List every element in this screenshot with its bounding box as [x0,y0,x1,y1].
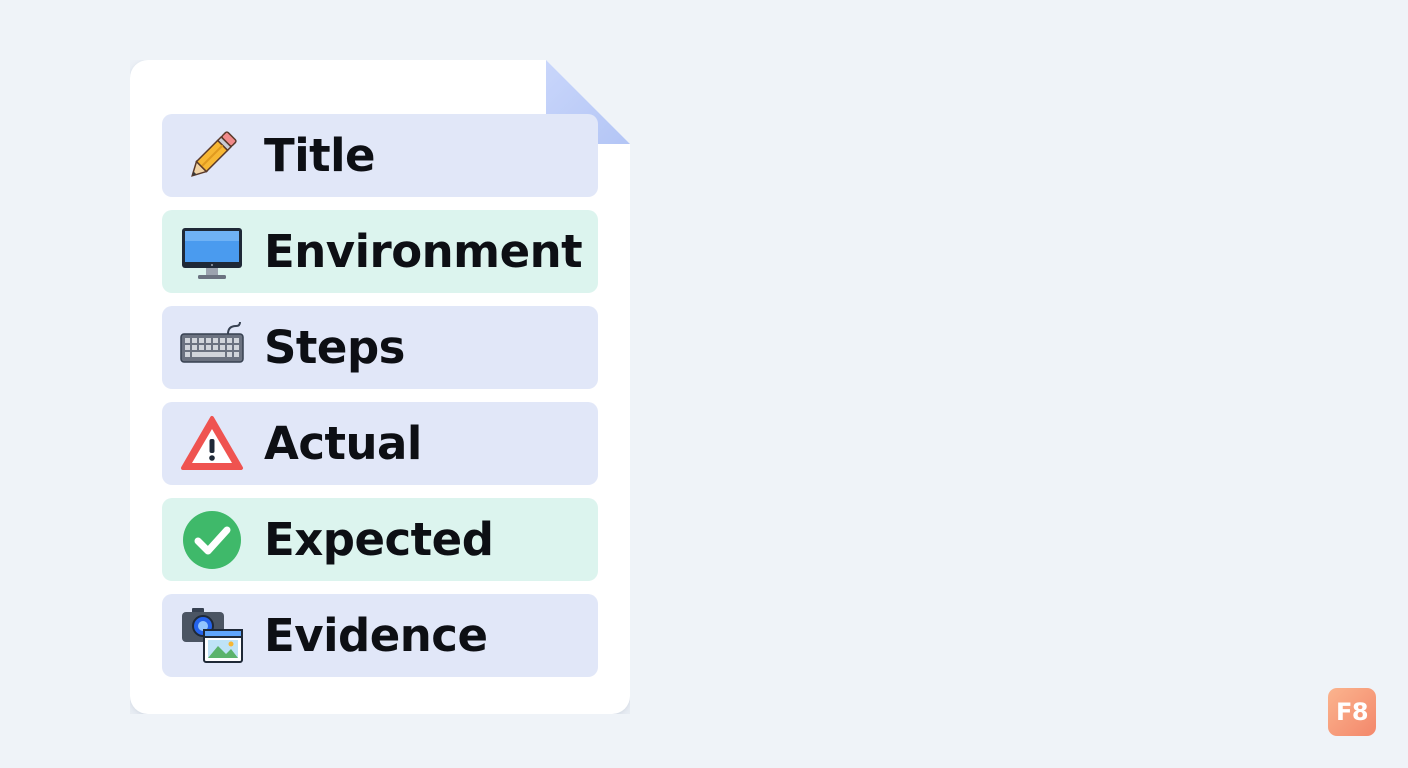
section-row-steps: Steps [162,306,598,389]
pencil-icon [180,124,244,188]
monitor-icon [180,220,244,284]
section-label: Title [264,129,376,182]
brand-badge: F8 [1328,688,1376,736]
section-label: Environment [264,225,583,278]
section-row-actual: Actual [162,402,598,485]
keyboard-icon [180,316,244,380]
section-row-environment: Environment [162,210,598,293]
section-list: Title Environment [162,114,598,677]
warning-icon [180,412,244,476]
section-row-expected: Expected [162,498,598,581]
section-label: Actual [264,417,422,470]
camera-screenshot-icon [180,604,244,668]
section-label: Evidence [264,609,488,662]
check-circle-icon [180,508,244,572]
section-row-evidence: Evidence [162,594,598,677]
section-label: Steps [264,321,405,374]
section-label: Expected [264,513,494,566]
section-row-title: Title [162,114,598,197]
